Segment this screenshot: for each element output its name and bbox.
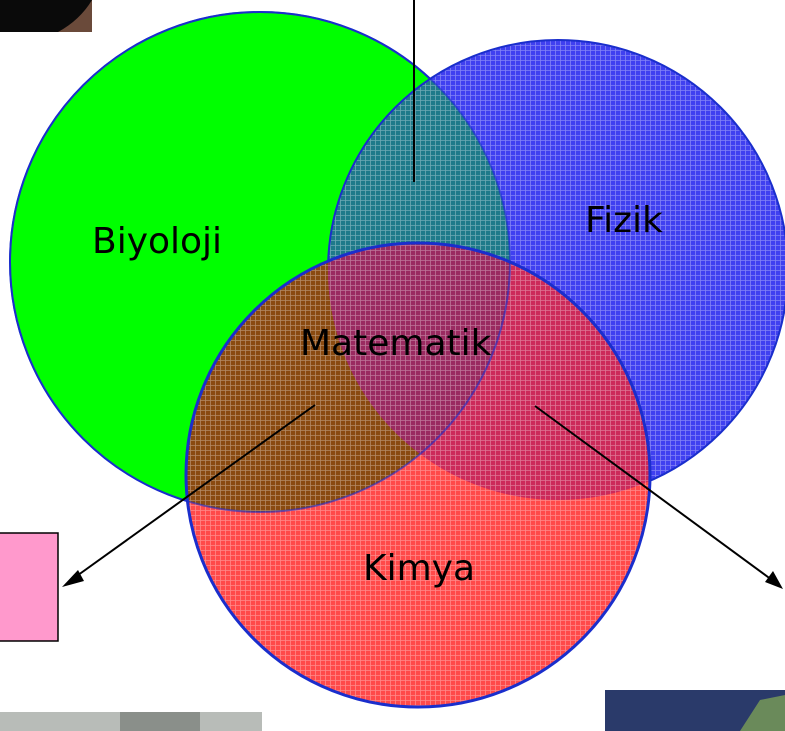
photo-highlight	[58, 0, 92, 32]
mathematics-label: Matematik	[300, 323, 492, 364]
photo-detail	[740, 695, 785, 731]
pink-box	[0, 532, 59, 642]
photo-shade	[120, 712, 200, 731]
arrow-left	[62, 404, 316, 587]
physics-label: Fizik	[585, 200, 663, 241]
biology-label: Biyoloji	[92, 221, 222, 262]
chemistry-label: Kimya	[363, 548, 475, 589]
arrow-right	[534, 405, 783, 589]
